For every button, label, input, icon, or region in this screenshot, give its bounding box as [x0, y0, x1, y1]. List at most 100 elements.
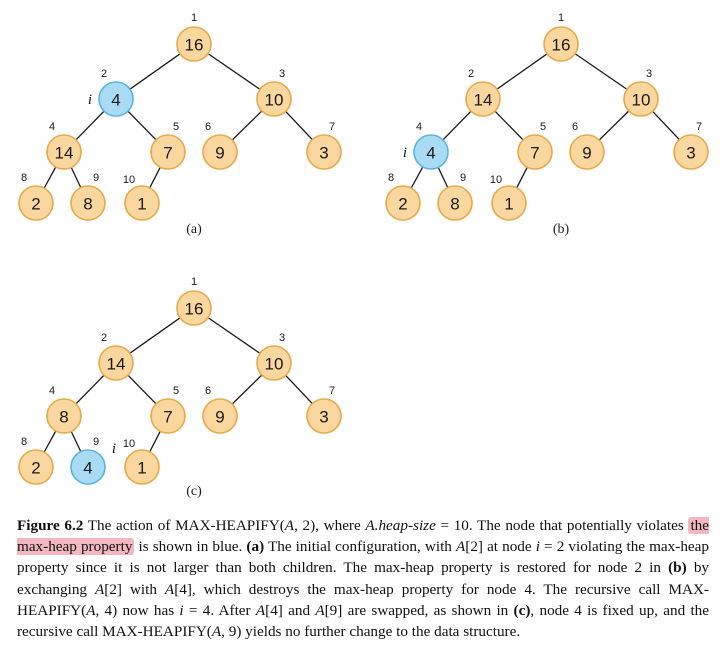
- node-key: 3: [319, 144, 328, 163]
- heap-node-4: [46, 398, 82, 434]
- node-key: 2: [31, 195, 40, 214]
- node-key: 14: [474, 91, 493, 110]
- node-key: 3: [686, 144, 695, 163]
- node-key: 1: [137, 459, 146, 478]
- heap-node-1: [543, 26, 579, 62]
- heap-node-3: [256, 345, 292, 381]
- node-index: 10: [123, 438, 135, 450]
- heap-node-6: [202, 398, 238, 434]
- node-key: 7: [163, 144, 172, 163]
- node-index: 6: [205, 121, 211, 133]
- node-key: 4: [83, 459, 92, 478]
- node-key: 10: [265, 91, 284, 110]
- node-key: 2: [398, 195, 407, 214]
- tree-edge: [129, 317, 181, 354]
- tree-edge: [43, 430, 57, 453]
- node-index: 5: [540, 121, 546, 133]
- node-key: 9: [215, 408, 224, 427]
- tree-edge: [127, 374, 157, 405]
- heap-node-3: [256, 81, 292, 117]
- heap-node-9: [70, 185, 106, 221]
- node-key: 16: [185, 300, 204, 319]
- node-key: 1: [137, 195, 146, 214]
- node-index: 7: [329, 385, 335, 397]
- node-key: 7: [163, 408, 172, 427]
- heap-node-1: [176, 26, 212, 62]
- tree-edge: [129, 53, 181, 90]
- node-index: 8: [388, 172, 394, 184]
- node-key: 9: [582, 144, 591, 163]
- node-index: 9: [460, 172, 466, 184]
- node-index: 4: [49, 121, 55, 133]
- node-key: 9: [215, 144, 224, 163]
- heap-node-10: [124, 185, 160, 221]
- tree-edge: [652, 110, 680, 141]
- node-index: 1: [191, 276, 197, 288]
- heap-node-5: [150, 134, 186, 170]
- tree-edge: [574, 53, 628, 90]
- node-index: 5: [173, 385, 179, 397]
- node-key: 2: [31, 459, 40, 478]
- tree-edge: [207, 53, 261, 90]
- node-key: 14: [107, 355, 126, 374]
- tree-edge: [496, 53, 548, 90]
- tree-edge: [127, 110, 157, 141]
- tree-edge: [70, 431, 82, 452]
- node-index: 2: [101, 332, 107, 344]
- heap-node-2: [98, 345, 134, 381]
- node-index: 8: [21, 436, 27, 448]
- node-key: 3: [319, 408, 328, 427]
- heap-node-5: [517, 134, 553, 170]
- heap-node-8: [18, 449, 54, 485]
- panel-label-c: (c): [186, 484, 202, 499]
- tree-edge: [494, 110, 524, 141]
- node-index: 6: [572, 121, 578, 133]
- heap-node-8: [385, 185, 421, 221]
- panel-label-a: (a): [186, 222, 202, 237]
- heap-node-4: [46, 134, 82, 170]
- heap-node-2: [98, 81, 134, 117]
- tree-edge: [442, 110, 472, 141]
- tree-edge: [285, 374, 313, 405]
- tree-edge: [410, 166, 424, 189]
- node-index: 9: [93, 172, 99, 184]
- node-index: 10: [123, 174, 135, 186]
- tree-edge: [437, 167, 449, 188]
- tree-edge: [149, 166, 161, 189]
- tree-edge: [149, 430, 161, 453]
- node-key: 4: [426, 144, 435, 163]
- node-index: 1: [191, 12, 197, 24]
- heap-node-9: [437, 185, 473, 221]
- node-index: 6: [205, 385, 211, 397]
- node-key: 1: [504, 195, 513, 214]
- tree-edge: [70, 167, 82, 188]
- pointer-i-label: i: [88, 92, 92, 108]
- figure-caption: Figure 6.2 The action of MAX-HEAPIFY(A, …: [17, 517, 710, 641]
- tree-edge: [231, 374, 263, 405]
- heap-node-7: [673, 134, 709, 170]
- heap-node-2: [465, 81, 501, 117]
- tree-edge: [598, 110, 630, 141]
- heap-node-10: [124, 449, 160, 485]
- node-key: 14: [55, 144, 74, 163]
- node-index: 3: [646, 68, 652, 80]
- heap-node-5: [150, 398, 186, 434]
- heap-node-8: [18, 185, 54, 221]
- tree-edge: [43, 166, 57, 189]
- node-key: 7: [530, 144, 539, 163]
- heap-node-1: [176, 290, 212, 326]
- node-index: 1: [558, 12, 564, 24]
- node-index: 7: [696, 121, 702, 133]
- heap-node-6: [569, 134, 605, 170]
- node-index: 5: [173, 121, 179, 133]
- node-key: 16: [185, 36, 204, 55]
- tree-edge: [75, 374, 105, 405]
- tree-edge: [516, 166, 528, 189]
- caption-label: Figure 6.2: [17, 517, 84, 534]
- node-index: 3: [279, 332, 285, 344]
- heap-node-7: [306, 134, 342, 170]
- panel-label-b: (b): [553, 222, 570, 237]
